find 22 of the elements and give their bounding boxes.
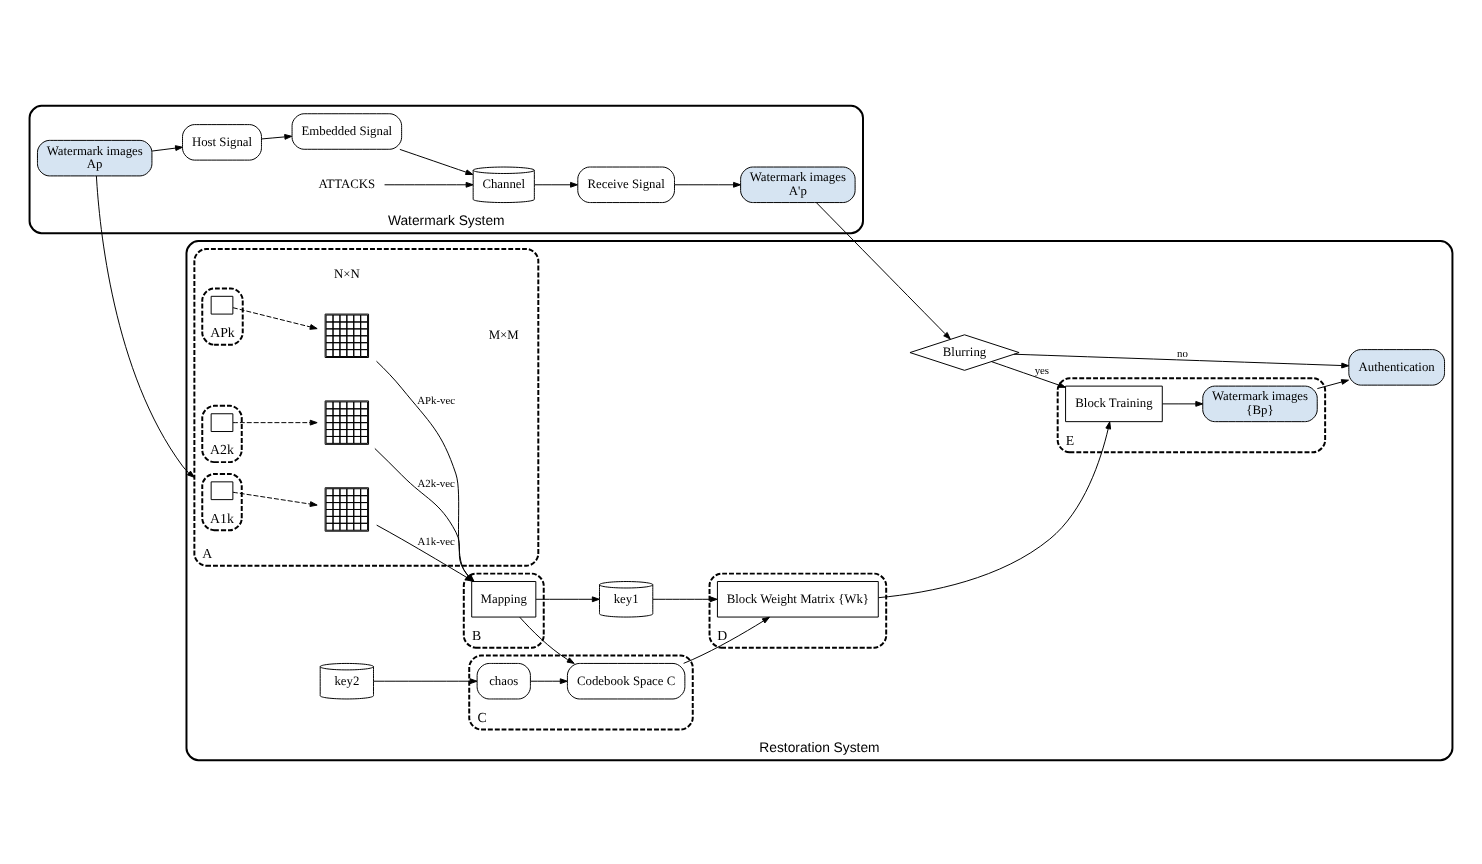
arrow	[652, 595, 718, 602]
arrow	[535, 595, 600, 602]
arrow	[1013, 352, 1350, 368]
arrow	[399, 147, 474, 174]
arrow	[530, 677, 568, 684]
node-box	[210, 480, 234, 500]
arrow	[373, 677, 478, 684]
arrow	[815, 201, 951, 339]
arrow	[1316, 378, 1350, 389]
arrow	[151, 144, 183, 151]
arrow	[991, 360, 1066, 387]
arrow	[878, 420, 1112, 598]
arrow	[534, 180, 578, 187]
arrow	[261, 133, 293, 139]
node-box	[210, 294, 234, 314]
arrow	[95, 174, 195, 477]
arrow	[674, 180, 741, 187]
arrow	[384, 180, 474, 187]
arrow	[519, 615, 575, 663]
node-box	[210, 412, 234, 431]
arrow	[683, 615, 770, 663]
arrow	[1162, 399, 1204, 406]
